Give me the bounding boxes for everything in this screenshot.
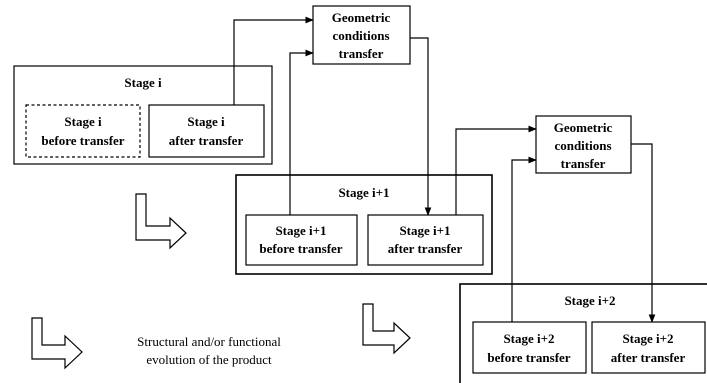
- legend-text-line-2: evolution of the product: [146, 352, 272, 367]
- connector-stage-i1-after-to-transfer-2: [455, 125, 537, 215]
- legend: Structural and/or functional evolution o…: [31, 317, 281, 370]
- stage-i1-after-box: [367, 214, 484, 266]
- stage-i-before-label: Stage i: [64, 114, 102, 129]
- transfer-1-group: Geometric conditions transfer: [312, 5, 411, 65]
- transfer-1-box: [312, 5, 411, 65]
- stage-i1-group: Stage i+1 Stage i+1 before transfer Stag…: [235, 174, 493, 275]
- stage-i1-before-sublabel: before transfer: [259, 241, 342, 256]
- evolution-arrow-icon: [135, 193, 187, 250]
- stage-i1-before-box: [245, 214, 358, 266]
- connector-transfer-2-to-stage-i2-after: [631, 143, 656, 323]
- stage-i2-group: Stage i+2 Stage i+2 before transfer Stag…: [459, 283, 707, 383]
- evolution-arrow-icon: [31, 317, 83, 370]
- connector-transfer-1-to-stage-i1-after: [410, 37, 432, 216]
- connector-stage-i2-before-to-transfer-2: [511, 156, 537, 322]
- transfer-1-line-3: transfer: [339, 46, 384, 61]
- transfer-2-line-1: Geometric: [554, 120, 613, 135]
- stage-i-title: Stage i: [124, 75, 162, 90]
- stage-i2-after-sublabel: after transfer: [611, 350, 686, 365]
- stage-i-before-sublabel: before transfer: [41, 133, 124, 148]
- transfer-2-group: Geometric conditions transfer: [535, 115, 632, 174]
- stage-i-after-sublabel: after transfer: [169, 133, 244, 148]
- stage-i1-before-label: Stage i+1: [275, 223, 326, 238]
- stage-i-after-label: Stage i: [187, 114, 225, 129]
- stage-i2-after-box: [591, 321, 706, 374]
- stage-i-group: Stage i Stage i before transfer Stage i …: [13, 65, 273, 165]
- transfer-1-line-2: conditions: [332, 28, 389, 43]
- connector-stage-i1-before-to-transfer-1: [289, 49, 314, 215]
- transfer-2-line-3: transfer: [561, 156, 606, 171]
- transfer-1-line-1: Geometric: [332, 10, 391, 25]
- stage-i1-after-label: Stage i+1: [399, 223, 450, 238]
- stage-i2-before-box: [472, 321, 587, 374]
- stage-i1-title: Stage i+1: [338, 185, 389, 200]
- transfer-2-box: [535, 115, 632, 174]
- connector-stage-i-after-to-transfer-1: [233, 16, 314, 105]
- legend-text-line-1: Structural and/or functional: [137, 334, 281, 349]
- stage-i-after-box: [148, 104, 265, 158]
- stage-i1-after-sublabel: after transfer: [388, 241, 463, 256]
- stage-i-before-box: [25, 104, 141, 158]
- transfer-2-line-2: conditions: [554, 138, 611, 153]
- stage-i2-before-sublabel: before transfer: [487, 350, 570, 365]
- stage-i2-title: Stage i+2: [564, 293, 615, 308]
- evolution-arrow-icon: [362, 303, 411, 355]
- stage-i2-after-label: Stage i+2: [622, 331, 673, 346]
- stage-i2-before-label: Stage i+2: [503, 331, 554, 346]
